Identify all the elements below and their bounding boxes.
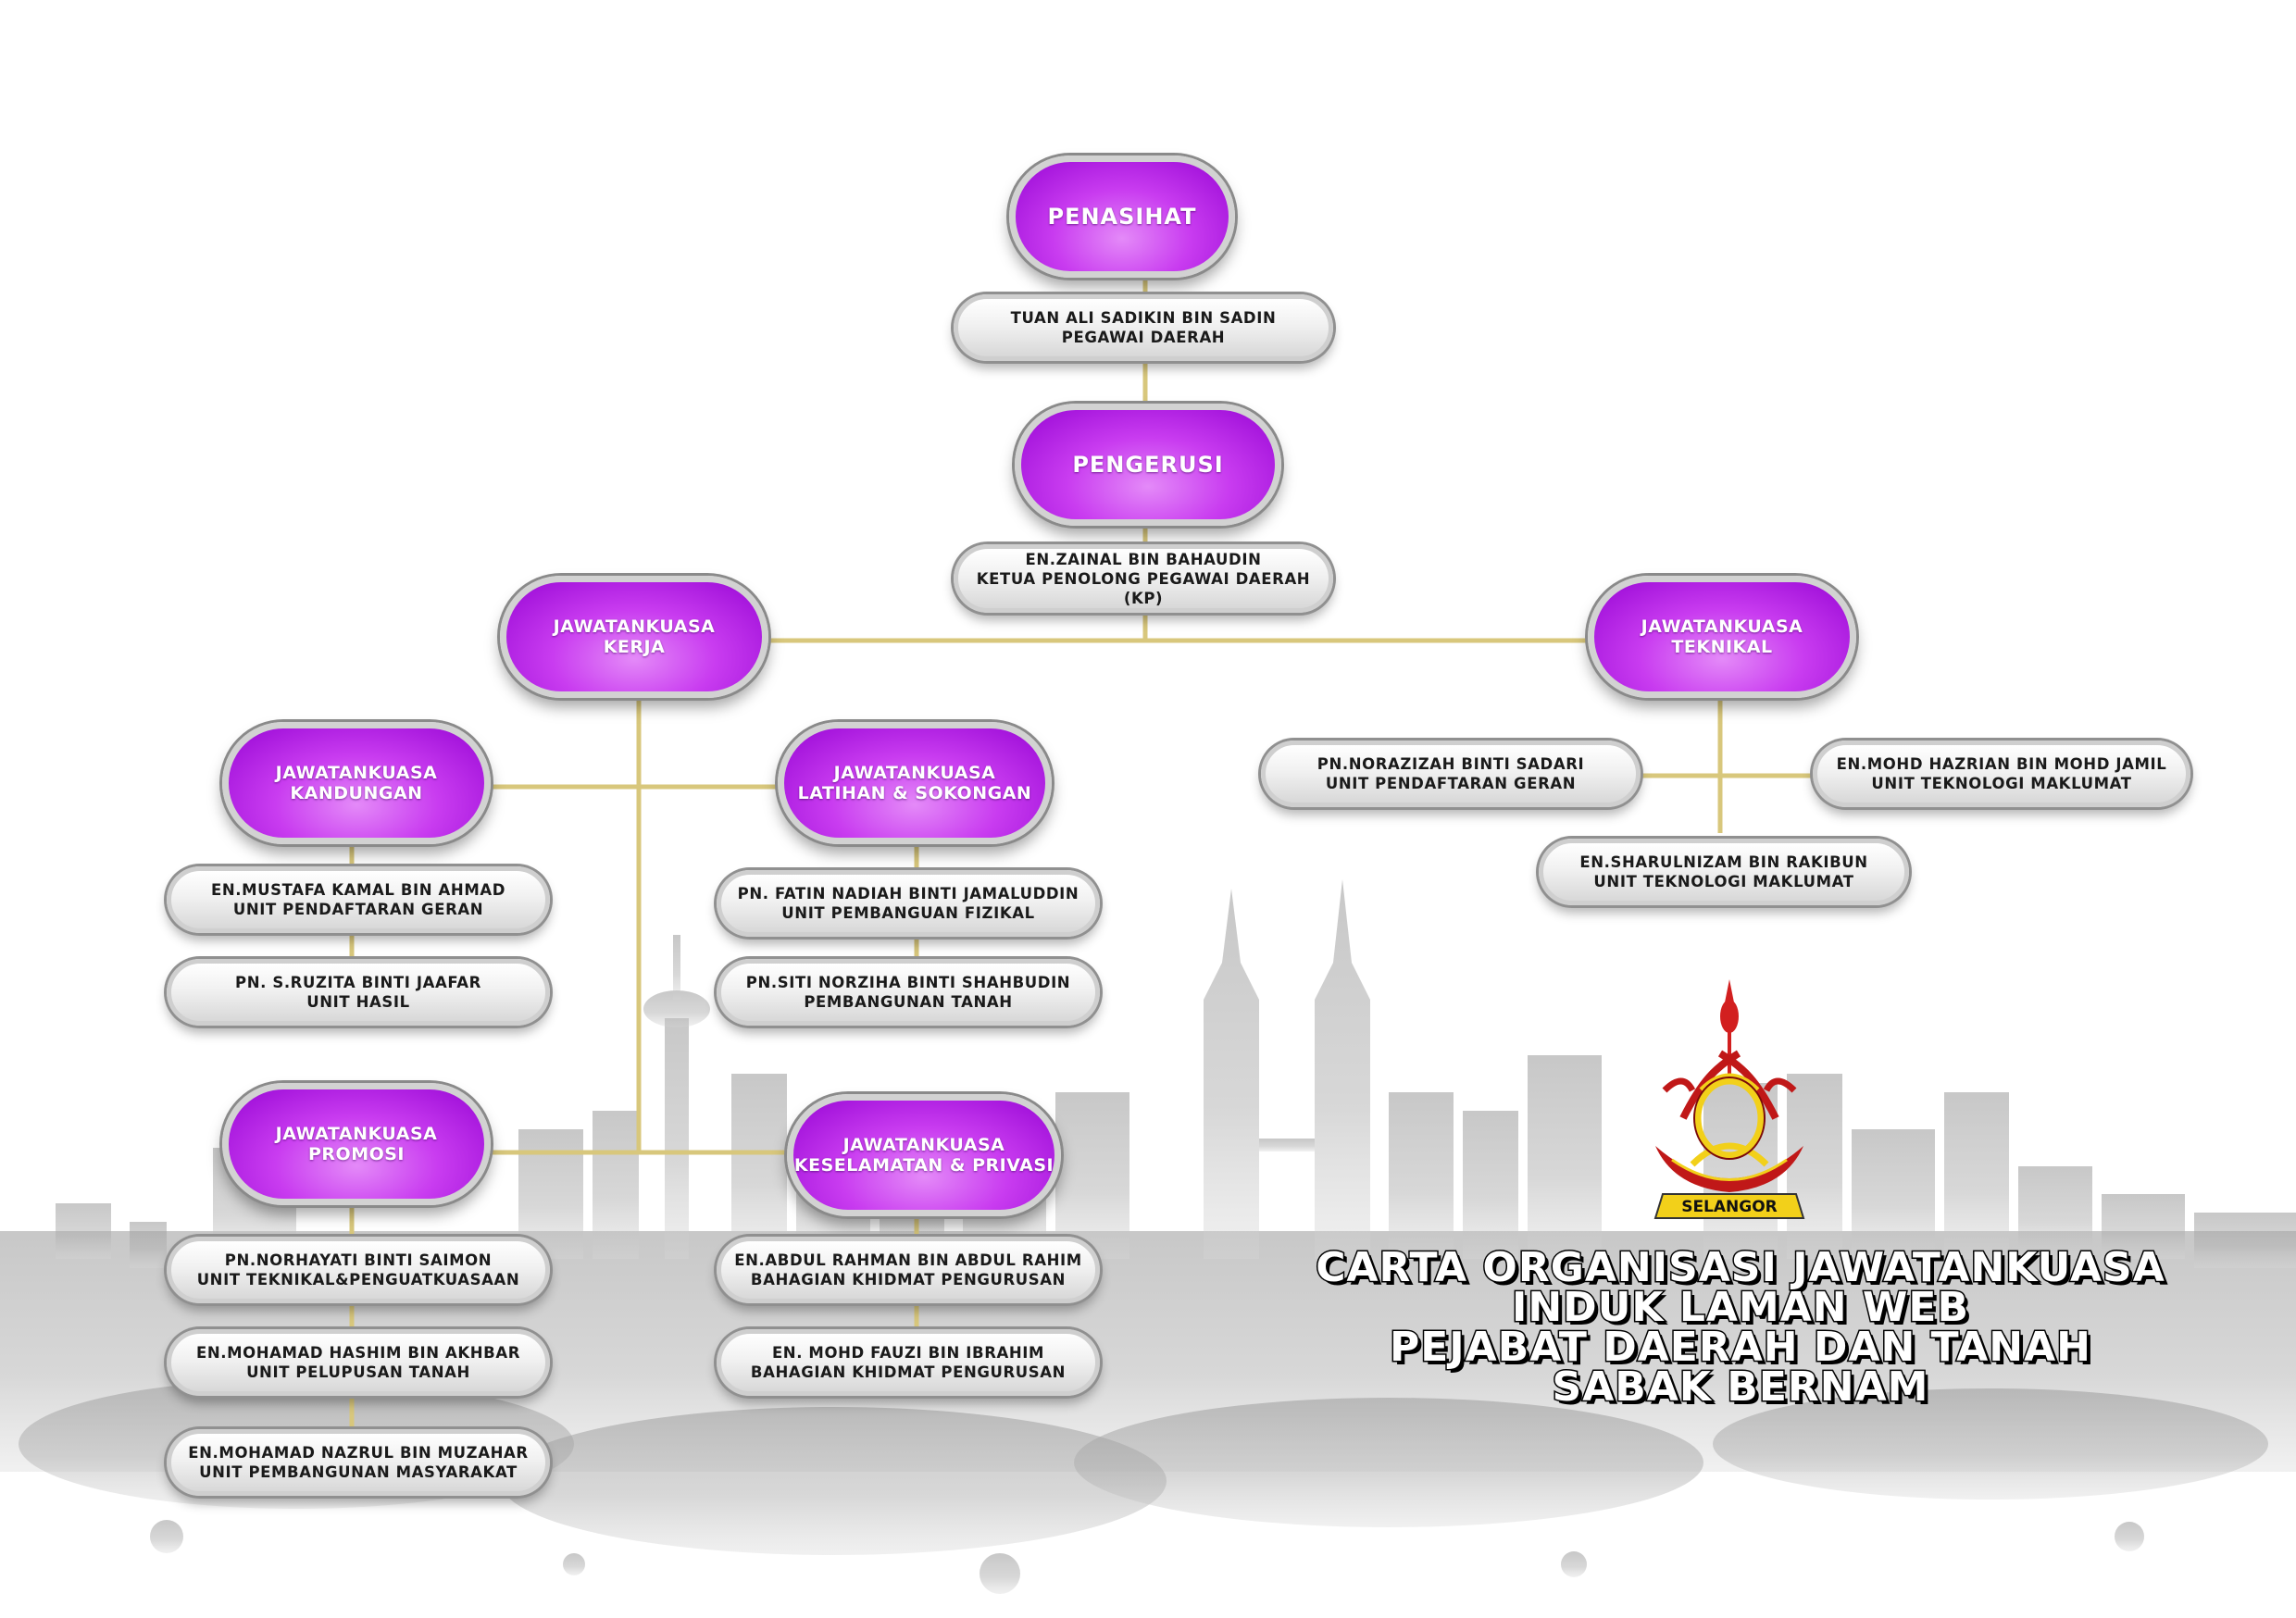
person-teknikal-2: EN.MOHD HAZRIAN BIN MOHD JAMIL UNIT TEKN… — [1813, 741, 2190, 807]
role-jawatankuasa-teknikal: JAWATANKUASA TEKNIKAL — [1588, 576, 1856, 698]
person-post: UNIT PENDAFTARAN GERAN — [1325, 775, 1577, 792]
role-pengerusi: PENGERUSI — [1015, 404, 1281, 526]
role-kandungan-line1: JAWATANKUASA — [275, 763, 438, 783]
role-penasihat-label: PENASIHAT — [1047, 204, 1197, 230]
person-promosi-3: EN.MOHAMAD NAZRUL BIN MUZAHAR UNIT PEMBA… — [167, 1429, 550, 1496]
person-name: EN.ABDUL RAHMAN BIN ABDUL RAHIM — [734, 1251, 1082, 1269]
person-post: UNIT TEKNOLOGI MAKLUMAT — [1593, 873, 1854, 890]
person-latihan-2: PN.SITI NORZIHA BINTI SHAHBUDIN PEMBANGU… — [717, 959, 1100, 1026]
person-teknikal-1: PN.NORAZIZAH BINTI SADARI UNIT PENDAFTAR… — [1261, 741, 1641, 807]
person-post: KETUA PENOLONG PEGAWAI DAERAH — [976, 569, 1311, 588]
person-post: BAHAGIAN KHIDMAT PENGURUSAN — [750, 1363, 1067, 1381]
role-keselamatan-line2: KESELAMATAN & PRIVASI — [793, 1155, 1054, 1176]
person-teknikal-3: EN.SHARULNIZAM BIN RAKIBUN UNIT TEKNOLOG… — [1539, 839, 1909, 905]
person-name: PN.NORAZIZAH BINTI SADARI — [1316, 755, 1585, 773]
crest-label: SELANGOR — [1681, 1198, 1778, 1216]
person-post: UNIT TEKNIKAL&PENGUATKUASAAN — [196, 1271, 520, 1288]
chart-title: CARTA ORGANISASI JAWATANKUASA INDUK LAMA… — [1241, 1244, 2240, 1411]
role-pengerusi-label: PENGERUSI — [1072, 452, 1224, 478]
person-post: UNIT TEKNOLOGI MAKLUMAT — [1871, 775, 2132, 792]
role-keselamatan-line1: JAWATANKUASA — [842, 1135, 1005, 1155]
role-penasihat: PENASIHAT — [1009, 156, 1235, 278]
role-jawatankuasa-keselamatan: JAWATANKUASA KESELAMATAN & PRIVASI — [787, 1094, 1061, 1216]
role-kandungan-line2: KANDUNGAN — [290, 783, 423, 803]
role-kerja-line2: KERJA — [603, 637, 666, 657]
person-post: UNIT PENDAFTARAN GERAN — [232, 901, 484, 918]
person-name: EN.MOHAMAD NAZRUL BIN MUZAHAR — [188, 1444, 529, 1462]
person-name: PN.NORHAYATI BINTI SAIMON — [224, 1251, 493, 1269]
person-promosi-1: PN.NORHAYATI BINTI SAIMON UNIT TEKNIKAL&… — [167, 1237, 550, 1303]
role-teknikal-line2: TEKNIKAL — [1671, 637, 1773, 657]
role-promosi-line1: JAWATANKUASA — [275, 1124, 438, 1144]
role-kerja-line1: JAWATANKUASA — [553, 616, 716, 637]
title-line-4: SABAK BERNAM — [1551, 1363, 1929, 1411]
person-latihan-1: PN. FATIN NADIAH BINTI JAMALUDDIN UNIT P… — [717, 870, 1100, 937]
person-post: PEGAWAI DAERAH — [1061, 329, 1226, 346]
person-name: PN. S.RUZITA BINTI JAAFAR — [235, 974, 481, 991]
person-name: EN.SHARULNIZAM BIN RAKIBUN — [1579, 853, 1868, 871]
person-post: UNIT PEMBANGUNAN MASYARAKAT — [199, 1463, 518, 1481]
person-promosi-2: EN.MOHAMAD HASHIM BIN AKHBAR UNIT PELUPU… — [167, 1329, 550, 1396]
selangor-crest-logo: SELANGOR — [1653, 979, 1805, 1219]
person-post: UNIT HASIL — [306, 993, 410, 1011]
role-jawatankuasa-kerja: JAWATANKUASA KERJA — [500, 576, 768, 698]
person-keselamatan-2: EN. MOHD FAUZI BIN IBRAHIM BAHAGIAN KHID… — [717, 1329, 1100, 1396]
person-name: PN.SITI NORZIHA BINTI SHAHBUDIN — [745, 974, 1071, 991]
person-post: UNIT PEMBANGUAN FIZIKAL — [781, 904, 1035, 922]
person-pengerusi: EN.ZAINAL BIN BAHAUDIN KETUA PENOLONG PE… — [954, 544, 1333, 613]
person-name: EN.MOHAMAD HASHIM BIN AKHBAR — [195, 1344, 521, 1362]
role-jawatankuasa-latihan: JAWATANKUASA LATIHAN & SOKONGAN — [778, 722, 1052, 844]
person-kandungan-2: PN. S.RUZITA BINTI JAAFAR UNIT HASIL — [167, 959, 550, 1026]
person-post-qualifier: (KP) — [1123, 589, 1164, 607]
person-kandungan-1: EN.MUSTAFA KAMAL BIN AHMAD UNIT PENDAFTA… — [167, 866, 550, 933]
role-latihan-line2: LATIHAN & SOKONGAN — [797, 783, 1032, 803]
role-jawatankuasa-kandungan: JAWATANKUASA KANDUNGAN — [222, 722, 491, 844]
title-line-2: INDUK LAMAN WEB — [1510, 1284, 1970, 1331]
person-penasihat: TUAN ALI SADIKIN BIN SADIN PEGAWAI DAERA… — [954, 294, 1333, 361]
person-name: EN. MOHD FAUZI BIN IBRAHIM — [771, 1344, 1045, 1362]
role-latihan-line1: JAWATANKUASA — [833, 763, 996, 783]
role-jawatankuasa-promosi: JAWATANKUASA PROMOSI — [222, 1083, 491, 1205]
title-line-1: CARTA ORGANISASI JAWATANKUASA — [1315, 1244, 2166, 1291]
person-post: BAHAGIAN KHIDMAT PENGURUSAN — [750, 1271, 1067, 1288]
role-teknikal-line1: JAWATANKUASA — [1641, 616, 1803, 637]
person-keselamatan-1: EN.ABDUL RAHMAN BIN ABDUL RAHIM BAHAGIAN… — [717, 1237, 1100, 1303]
person-name: EN.MUSTAFA KAMAL BIN AHMAD — [210, 881, 506, 899]
person-name: EN.MOHD HAZRIAN BIN MOHD JAMIL — [1836, 755, 2167, 773]
person-name: TUAN ALI SADIKIN BIN SADIN — [1010, 309, 1277, 327]
role-promosi-line2: PROMOSI — [307, 1144, 406, 1164]
person-name: PN. FATIN NADIAH BINTI JAMALUDDIN — [737, 885, 1079, 902]
person-post: UNIT PELUPUSAN TANAH — [246, 1363, 470, 1381]
person-name: EN.ZAINAL BIN BAHAUDIN — [1025, 550, 1262, 568]
person-post: PEMBANGUNAN TANAH — [804, 993, 1013, 1011]
title-line-3: PEJABAT DAERAH DAN TANAH — [1388, 1324, 2091, 1371]
